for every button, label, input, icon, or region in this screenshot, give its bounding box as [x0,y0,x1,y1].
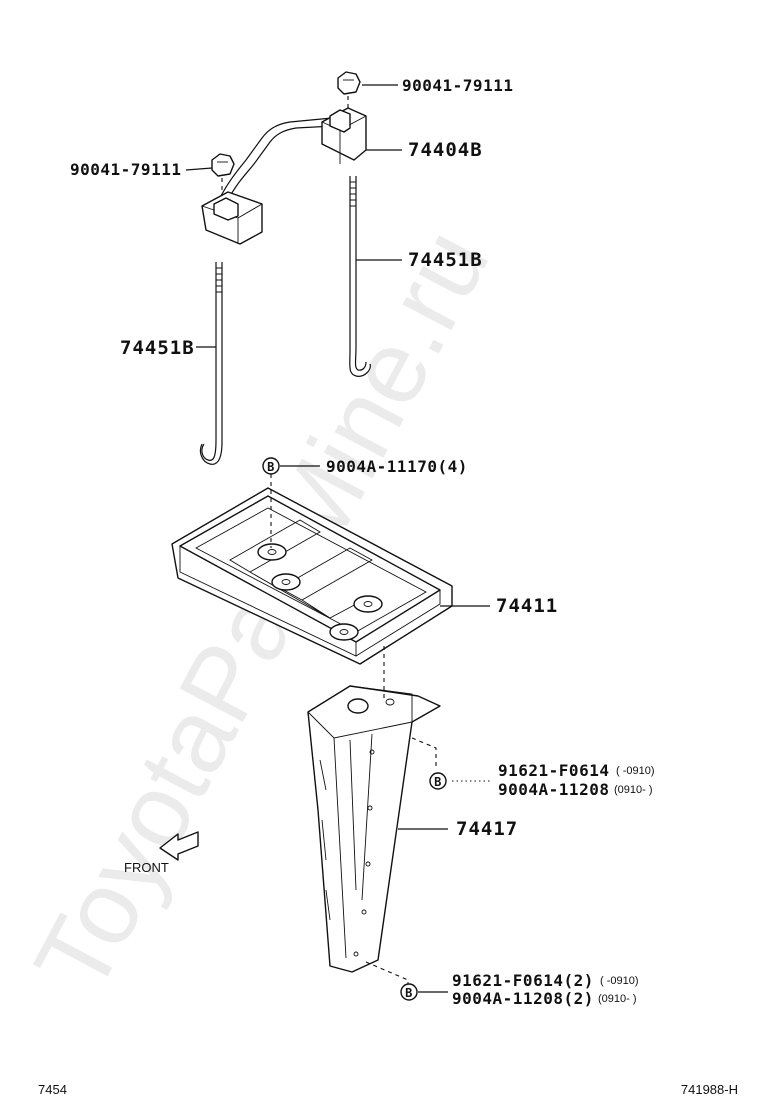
callout-bracket[interactable]: 74417 [456,818,518,840]
callout-bolt-low-1[interactable]: 91621-F0614(2) [452,971,594,990]
battery-tray-drawing [171,487,453,665]
callout-bolt-mid-2[interactable]: 9004A-11208 [498,780,609,799]
svg-text:B: B [405,986,413,1000]
callout-bolt-mid-2-range: (0910- ) [614,784,653,796]
front-arrow-icon [159,831,199,861]
svg-text:B: B [434,775,442,789]
nut-top-drawing [337,71,361,112]
callout-bolt-low-2-range: (0910- ) [598,993,637,1005]
rod-left-drawing [199,262,223,465]
callout-tray[interactable]: 74411 [496,595,558,617]
callout-rod-right[interactable]: 74451B [408,249,483,271]
callout-bolt-low-1-range: ( -0910) [600,975,639,987]
svg-text:B: B [267,460,275,474]
battery-bracket-drawing [307,685,441,973]
nut-left-drawing [211,153,235,196]
battery-clamp-drawing [201,107,367,245]
callout-clamp[interactable]: 74404B [408,139,483,161]
callout-nut-top[interactable]: 90041-79111 [402,76,513,95]
callout-bolt-mid-1-range: ( -0910) [616,765,655,777]
bolt-symbol-tray: B [262,457,280,475]
bolt-symbol-bracket-top: B [429,772,447,790]
rod-right-drawing [349,176,371,377]
drawing-number: 741988-H [681,1082,738,1097]
callout-bolt-low-2[interactable]: 9004A-11208(2) [452,989,594,1008]
front-label: FRONT [124,860,169,875]
callout-rod-left[interactable]: 74451B [120,337,195,359]
callout-bolt-tray[interactable]: 9004A-11170(4) [326,457,468,476]
bolt-symbol-bracket-bottom: B [400,983,418,1001]
callout-nut-left[interactable]: 90041-79111 [70,160,181,179]
page-ref: 7454 [38,1082,67,1097]
callout-bolt-mid-1[interactable]: 91621-F0614 [498,761,609,780]
